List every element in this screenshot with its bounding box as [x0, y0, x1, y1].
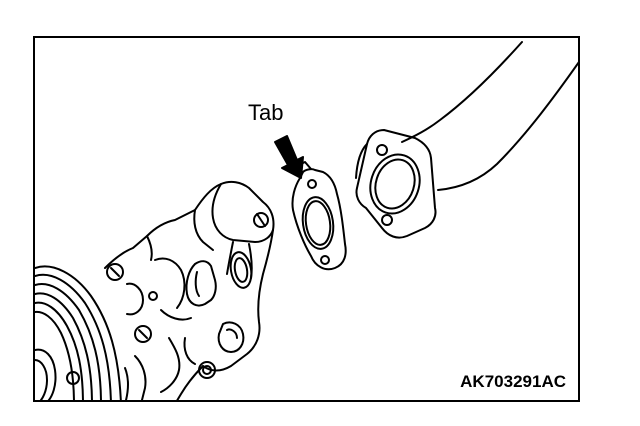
gasket-drawing [291, 161, 347, 271]
callout-arrow [274, 135, 304, 179]
figure-id-label: AK703291AC [460, 372, 566, 391]
figure-frame: Tab AK703291AC [33, 36, 580, 402]
compressor-drawing [35, 180, 275, 400]
exploded-view-illustration [35, 41, 578, 400]
hose-pipe-drawing [355, 41, 578, 239]
tab-callout-label: Tab [248, 100, 284, 125]
